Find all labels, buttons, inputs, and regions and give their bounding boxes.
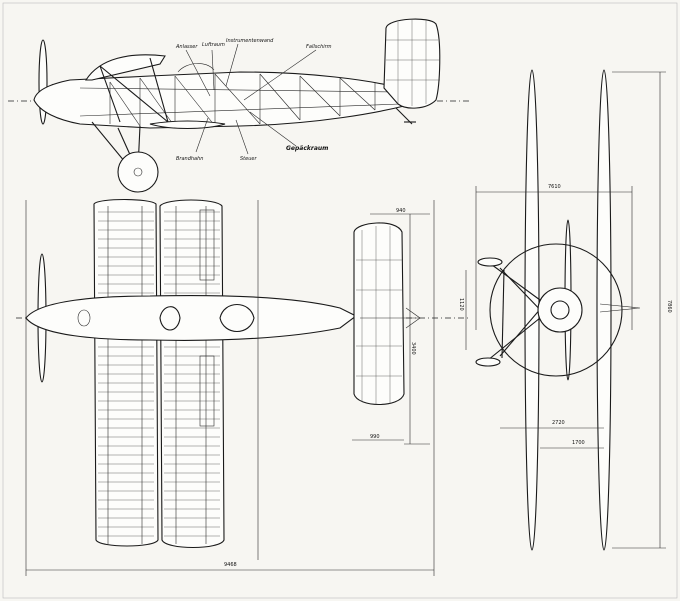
plan-view-aileron-bottom <box>199 355 215 427</box>
front-view-wheel-top <box>477 257 503 267</box>
label-steuer: Steuer <box>240 156 257 162</box>
label-anlasser: Anlasser <box>175 44 198 50</box>
label-fallschirm: Fallschirm <box>306 44 332 50</box>
plan-view-upper-wing <box>93 199 159 547</box>
dim-tail-bottom: 990 <box>370 434 380 440</box>
plan-view-front-cockpit <box>159 306 181 331</box>
label-gepaeckraum: Gepäckraum <box>286 145 328 152</box>
front-view-wheel-bottom <box>475 357 501 367</box>
dim-fuselage-width: 1120 <box>458 298 464 311</box>
plan-view-tailplane-ribs <box>356 226 402 404</box>
side-view-upper-wing <box>84 54 166 81</box>
dim-span-total: 9468 <box>224 562 237 568</box>
dim-tail-top: 940 <box>396 208 406 214</box>
dim-height: 7860 <box>666 300 672 313</box>
dim-tail-span: 3400 <box>410 342 416 355</box>
side-view-undercarriage <box>91 121 159 193</box>
label-instrumentenwand: Instrumentenwand <box>226 38 274 44</box>
side-view-wheel <box>117 151 159 193</box>
side-view-wing-struts <box>99 57 169 123</box>
label-luftraum: Luftraum <box>202 42 225 48</box>
front-view-right-wing <box>596 69 612 551</box>
plan-view-tailplane <box>353 222 405 405</box>
side-view: Anlasser Luftraum Instrumentenwand Falls… <box>8 18 470 193</box>
side-view-leader-lines <box>185 43 317 155</box>
front-view-tailplane <box>599 303 641 313</box>
plan-view-fuselage <box>25 294 358 341</box>
plan-view-rear-cockpit <box>219 303 255 333</box>
plan-view-engine-hub <box>77 309 91 327</box>
side-view-fin-ribs <box>386 20 440 106</box>
front-view: 7610 7860 2720 1700 1120 <box>458 69 672 551</box>
front-view-hub <box>550 300 570 320</box>
front-view-dimension-lines <box>465 71 666 549</box>
front-view-fuselage-section <box>537 287 583 333</box>
plan-view-aileron-top <box>199 209 215 281</box>
plan-view-dimension-lines <box>25 200 435 576</box>
plan-view-wing-spars <box>107 206 207 544</box>
side-view-fuselage-truss <box>79 73 401 128</box>
side-view-cockpit-windshield <box>177 63 215 73</box>
plan-view-lower-wing <box>159 199 225 548</box>
dim-track-narrow: 1700 <box>572 440 585 446</box>
side-view-tail-skid <box>395 107 413 125</box>
label-brandhahn: Brandhahn <box>176 156 203 162</box>
plan-view-rudder-outline <box>360 307 421 329</box>
dim-front-span: 7610 <box>548 184 561 190</box>
dim-track-wide: 2720 <box>552 420 565 426</box>
front-view-left-wing <box>524 69 540 551</box>
plan-view: 9468 940 990 3400 <box>16 199 470 576</box>
